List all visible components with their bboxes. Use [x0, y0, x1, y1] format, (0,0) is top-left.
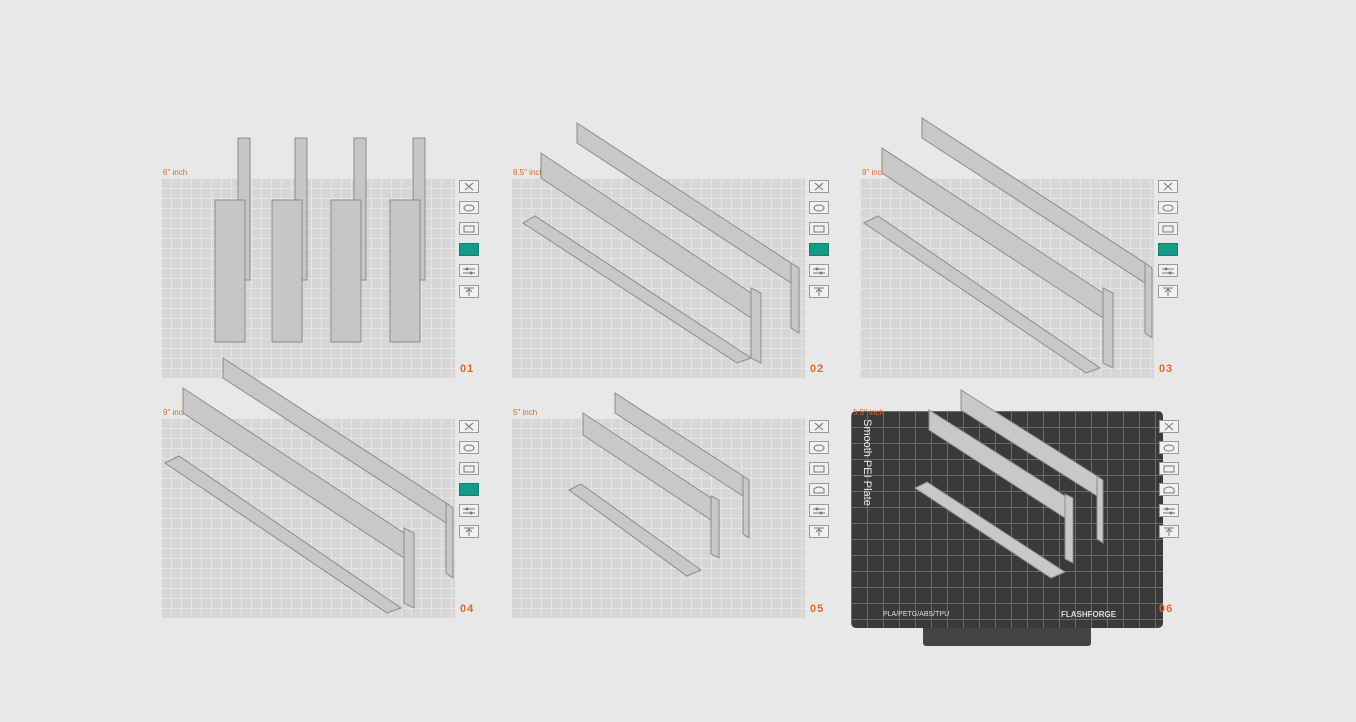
layer-icon[interactable] [809, 243, 829, 256]
close-icon[interactable] [1158, 180, 1178, 193]
size-label: 9" inch [862, 168, 887, 177]
plate-materials: PLA/PETG/ABS/TPU [883, 611, 950, 618]
close-icon[interactable] [809, 180, 829, 193]
model-preview[interactable] [161, 357, 455, 638]
close-icon[interactable] [459, 420, 479, 433]
camera-icon[interactable] [809, 201, 829, 214]
model-preview[interactable] [860, 117, 1154, 398]
panel-04: 9" inch 04 [161, 357, 491, 638]
panel-06: Smooth PEI Plate PLA/PETG/ABS/TPU FLASHF… [851, 389, 1181, 646]
camera-icon[interactable] [809, 441, 829, 454]
toolbar [1158, 180, 1180, 306]
toolbar [1159, 420, 1181, 546]
panel-03: 9" inch 03 [860, 117, 1190, 398]
close-icon[interactable] [1159, 420, 1179, 433]
settings-slider-icon[interactable] [459, 504, 479, 517]
settings-slider-icon[interactable] [809, 504, 829, 517]
model-preview[interactable] [511, 122, 805, 398]
plate-icon[interactable] [809, 222, 829, 235]
model-preview[interactable] [851, 389, 1163, 638]
pei-build-plate[interactable]: Smooth PEI Plate PLA/PETG/ABS/TPU FLASHF… [851, 411, 1163, 628]
panel-02: 8.5" inch 02 [511, 122, 841, 398]
build-plate[interactable] [511, 418, 805, 618]
plate-icon[interactable] [809, 462, 829, 475]
panel-number: 03 [1159, 363, 1174, 375]
toolbar [459, 420, 481, 546]
model-preview[interactable] [161, 137, 455, 398]
close-icon[interactable] [809, 420, 829, 433]
toolbar [809, 180, 831, 306]
camera-icon[interactable] [459, 441, 479, 454]
layer-icon[interactable] [1158, 243, 1178, 256]
plate-icon[interactable] [459, 462, 479, 475]
printer-base [923, 628, 1091, 646]
plate-icon[interactable] [1158, 222, 1178, 235]
panel-01: 6" inch 01 [161, 137, 491, 398]
size-label: 5" inch [513, 408, 538, 417]
panel-05: 5" inch 05 [511, 392, 841, 638]
model-preview[interactable] [511, 392, 805, 638]
settings-slider-icon[interactable] [1159, 504, 1179, 517]
upload-icon[interactable] [809, 525, 829, 538]
upload-icon[interactable] [459, 285, 479, 298]
brand-logo: FLASHFORGE [1061, 610, 1117, 619]
camera-icon[interactable] [1158, 201, 1178, 214]
layer-icon[interactable] [809, 483, 829, 496]
settings-slider-icon[interactable] [459, 264, 479, 277]
panel-number: 05 [810, 603, 825, 615]
size-label: 9" inch [163, 408, 188, 417]
size-label: 6" inch [163, 168, 188, 177]
settings-slider-icon[interactable] [1158, 264, 1178, 277]
settings-slider-icon[interactable] [809, 264, 829, 277]
panel-number: 04 [460, 603, 475, 615]
panel-number: 06 [1159, 603, 1174, 615]
layer-icon[interactable] [1159, 483, 1179, 496]
size-label: 8.5" inch [513, 168, 544, 177]
upload-icon[interactable] [1159, 525, 1179, 538]
layer-icon[interactable] [459, 243, 479, 256]
upload-icon[interactable] [809, 285, 829, 298]
toolbar [459, 180, 481, 306]
plate-icon[interactable] [1159, 462, 1179, 475]
upload-icon[interactable] [459, 525, 479, 538]
panel-number: 01 [460, 363, 475, 375]
camera-icon[interactable] [1159, 441, 1179, 454]
close-icon[interactable] [459, 180, 479, 193]
size-label: 5.5" inch [853, 408, 884, 417]
upload-icon[interactable] [1158, 285, 1178, 298]
toolbar [809, 420, 831, 546]
panel-number: 02 [810, 363, 825, 375]
camera-icon[interactable] [459, 201, 479, 214]
plate-icon[interactable] [459, 222, 479, 235]
layer-icon[interactable] [459, 483, 479, 496]
